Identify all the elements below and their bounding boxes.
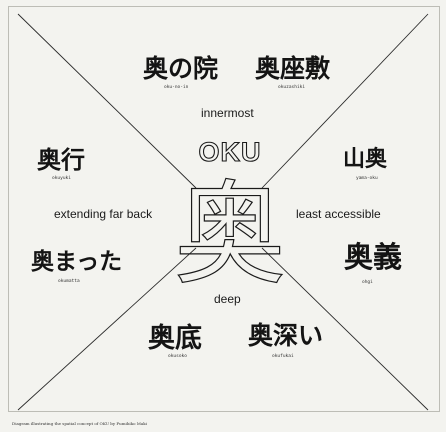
oku-outline-kanji: 奥	[174, 170, 286, 300]
term-okusoko-romaji: okusoko	[168, 354, 187, 359]
diagonal-line-nw	[17, 13, 197, 189]
oku-outline-title: OKU	[199, 137, 262, 167]
term-ohgi-romaji: ohgi	[362, 280, 373, 285]
diagonal-line-ne	[261, 13, 429, 189]
label-extending-far-back: extending far back	[54, 207, 153, 221]
label-innermost: innermost	[201, 106, 254, 120]
term-yama-oku-romaji: yama-oku	[356, 176, 378, 181]
term-oku-no-in-kanji: 奥の院	[143, 54, 219, 83]
term-okumatta-kanji: 奥まった	[31, 248, 123, 275]
term-yama-oku-kanji: 山奥	[343, 146, 388, 172]
term-ohgi-kanji: 奥義	[344, 240, 403, 274]
label-deep: deep	[214, 292, 241, 306]
diagram-frame	[8, 6, 440, 412]
term-okuyuki-kanji: 奥行	[37, 145, 85, 174]
term-okuzashiki-kanji: 奥座敷	[255, 54, 331, 83]
term-okufukai-romaji: okufukai	[272, 354, 294, 359]
diagonal-line-se	[261, 247, 429, 411]
term-okufukai-kanji: 奥深い	[248, 321, 324, 350]
term-oku-no-in-romaji: oku-no-in	[164, 85, 189, 90]
term-okuzashiki-romaji: okuzashiki	[278, 85, 306, 90]
diagonal-line-sw	[17, 247, 197, 411]
figure-caption: Diagram illustrating the spatial concept…	[12, 421, 147, 426]
term-okuyuki-romaji: okuyuki	[52, 176, 71, 181]
label-least-accessible: least accessible	[296, 207, 381, 221]
term-okumatta-romaji: okumatta	[58, 279, 80, 284]
term-okusoko-kanji: 奥底	[148, 323, 202, 354]
